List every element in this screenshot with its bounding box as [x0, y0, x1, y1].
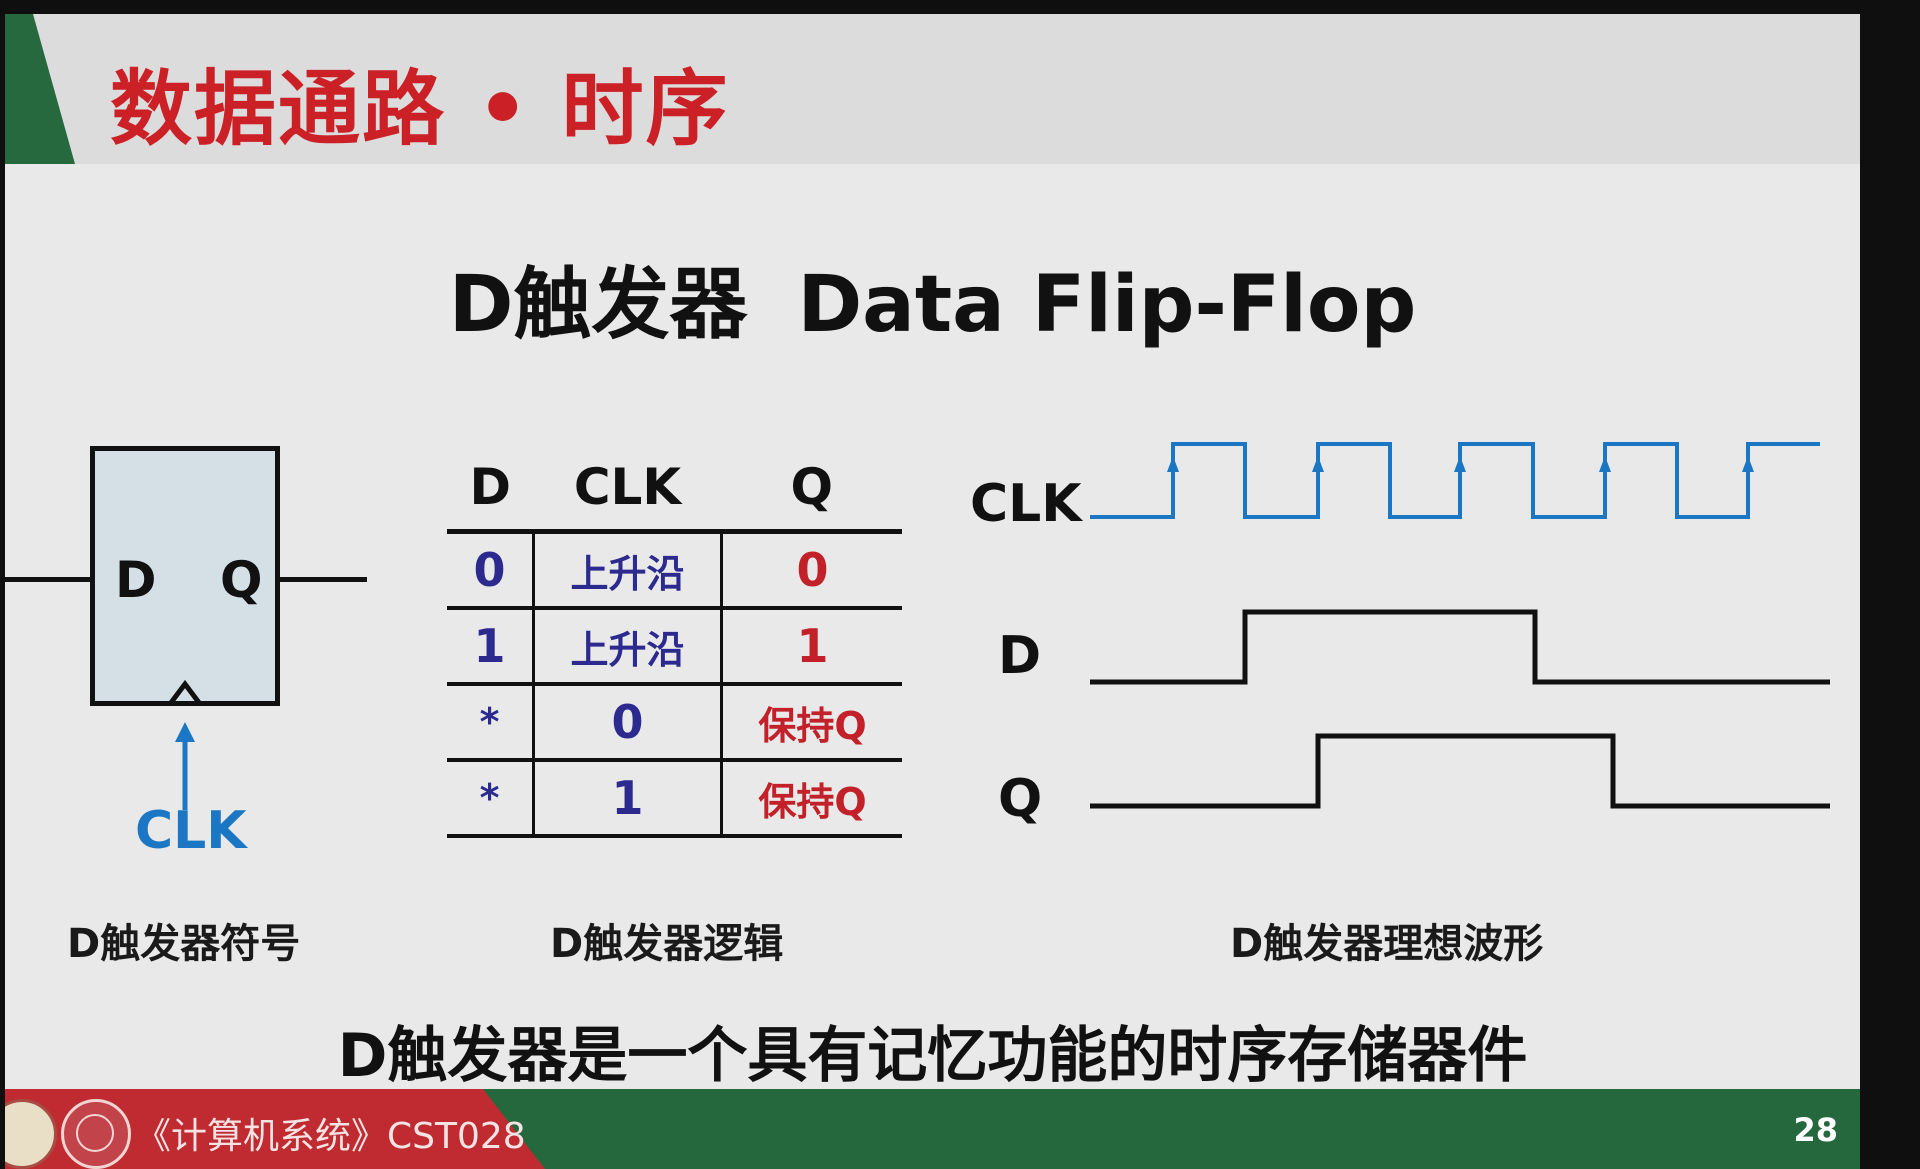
cell-clk: 0 — [533, 684, 723, 762]
page-number: 28 — [1793, 1111, 1838, 1149]
flip-flop-block: D Q — [90, 446, 280, 706]
cell-clk: 上升沿 — [533, 531, 723, 610]
summary-text: D触发器是一个具有记忆功能的时序存储器件 — [337, 1021, 1528, 1091]
waveform-caption: D触发器理想波形 — [1230, 921, 1544, 967]
clk-waveform — [1090, 442, 1820, 519]
symbol-clk-label: CLK — [135, 801, 247, 861]
input-wire — [5, 577, 93, 582]
cell-clk: 上升沿 — [533, 608, 723, 686]
cell-clk: 1 — [533, 760, 723, 838]
cell-d: * — [447, 684, 535, 762]
cell-d: 1 — [447, 608, 535, 686]
column-header-clk: CLK — [533, 444, 722, 534]
table-row: 1 上升沿 1 — [447, 608, 902, 686]
table-row: * 0 保持Q — [447, 684, 902, 762]
heading-latin: Data Flip-Flop — [797, 260, 1417, 350]
output-wire — [277, 577, 367, 582]
wave-label-clk: CLK — [970, 474, 1082, 534]
wave-label-q: Q — [998, 769, 1043, 829]
q-waveform — [1090, 733, 1830, 809]
logic-table: D CLK Q 0 上升沿 0 1 上升沿 1 * 0 保持Q * — [447, 444, 902, 838]
table-row: * 1 保持Q — [447, 760, 902, 838]
pin-q-label: Q — [220, 551, 263, 609]
slide: 数据通路 • 时序 D触发器 Data Flip-Flop D Q CLK D触发… — [5, 14, 1860, 1169]
symbol-caption: D触发器符号 — [67, 921, 301, 967]
clk-arrow-icon — [168, 679, 202, 810]
slide-title: 数据通路 • 时序 — [110, 62, 730, 157]
logic-caption: D触发器逻辑 — [550, 921, 784, 967]
cell-q: 保持Q — [721, 760, 902, 838]
main-heading: D触发器 Data Flip-Flop — [5, 242, 1860, 354]
header-band — [5, 14, 1860, 164]
waveform-diagram — [1090, 442, 1830, 809]
course-name: 《计算机系统》CST028 — [135, 1116, 526, 1157]
school-seal-icon — [61, 1099, 131, 1169]
table-header-row: D CLK Q — [447, 444, 902, 534]
cell-d: 0 — [447, 531, 535, 610]
cell-q: 0 — [721, 531, 902, 610]
clk-rising-edge-arrows — [1167, 456, 1754, 472]
cell-d: * — [447, 760, 535, 838]
column-header-q: Q — [721, 444, 902, 534]
d-waveform — [1090, 609, 1830, 685]
column-header-d: D — [447, 444, 534, 534]
table-row: 0 上升沿 0 — [447, 531, 902, 610]
pin-d-label: D — [115, 551, 157, 609]
wave-label-d: D — [998, 626, 1042, 686]
cell-q: 1 — [721, 608, 902, 686]
heading-cjk: D触发器 — [448, 260, 748, 350]
cell-q: 保持Q — [721, 684, 902, 762]
